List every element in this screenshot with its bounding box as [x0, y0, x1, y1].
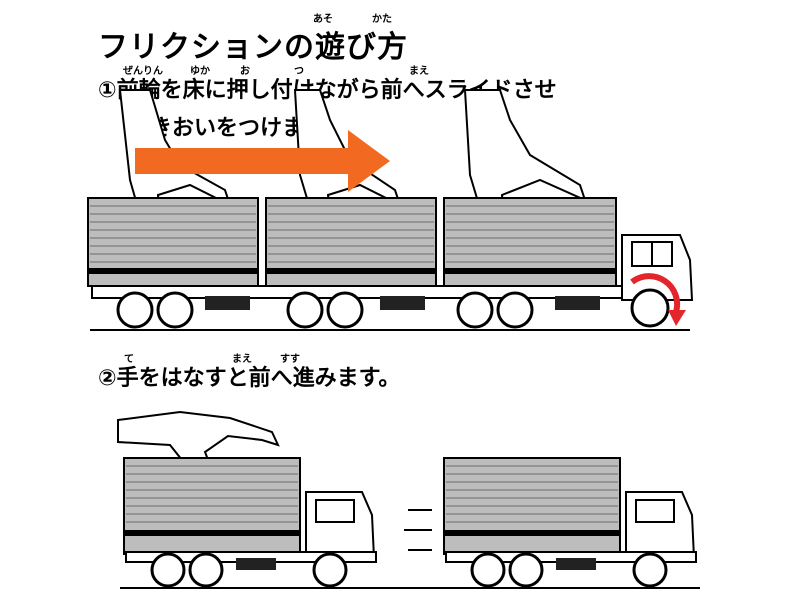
- container-2: [265, 197, 437, 287]
- ruby-susu: すす: [280, 354, 300, 365]
- ruby-mae-1: まえ: [409, 66, 429, 77]
- truck-wheels: [116, 288, 670, 329]
- slide-arrow-icon: [135, 130, 390, 192]
- ruby-kata: かた: [372, 14, 392, 25]
- ruby-asobi: あそ: [313, 14, 333, 25]
- truck-cab: [621, 234, 694, 301]
- truck-right: [443, 457, 697, 588]
- ruby-te: て: [124, 354, 134, 365]
- ruby-zenrin: ぜんりん: [123, 66, 163, 77]
- page-title: フリクションの遊び方: [98, 30, 408, 65]
- ruby-tsu: つ: [294, 66, 304, 77]
- motion-lines: [404, 509, 432, 551]
- container-3: [443, 197, 617, 287]
- ruby-yuka: ゆか: [190, 66, 210, 77]
- hand-icon: [117, 410, 280, 494]
- step-1-illustration: [87, 89, 694, 331]
- step-2-line-1: ②手をはなすと前へ進みます。: [98, 366, 401, 391]
- axle-blocks: [205, 296, 600, 310]
- ruby-mae-2: まえ: [232, 354, 252, 365]
- ruby-o: お: [240, 66, 250, 77]
- wheel-rotation-arrow-icon: [630, 273, 686, 326]
- truck-left: [123, 457, 377, 588]
